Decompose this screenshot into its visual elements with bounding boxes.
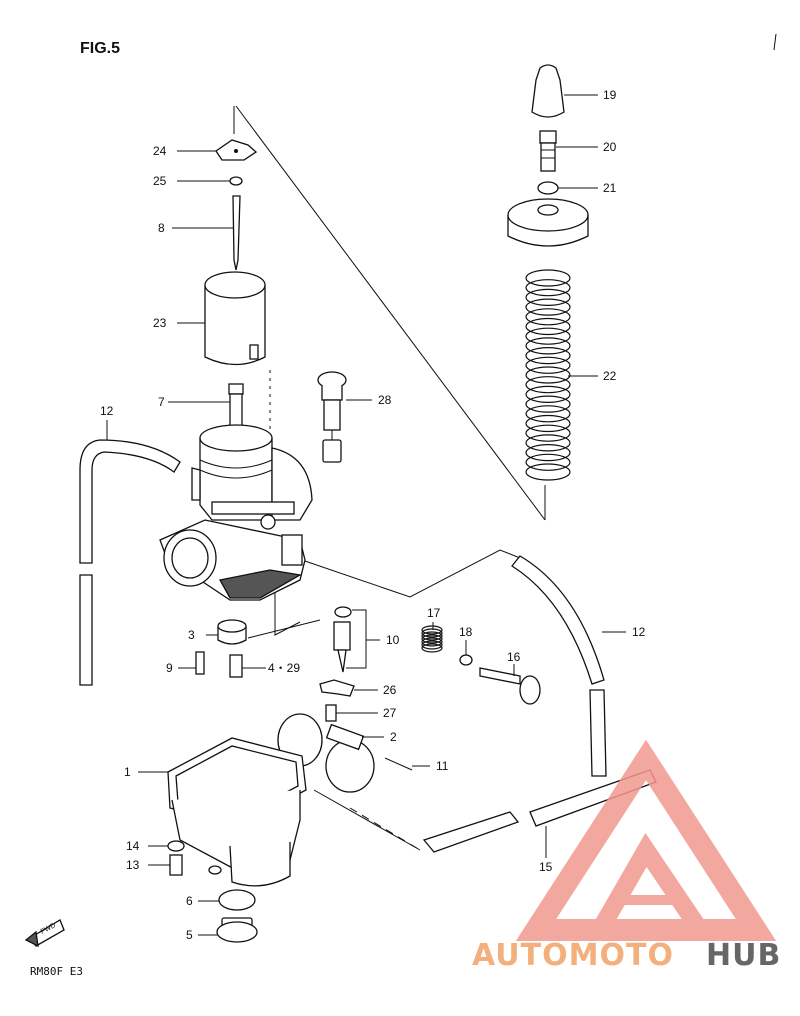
part-2-float <box>277 713 375 793</box>
spring-coil <box>421 625 443 635</box>
callout-7: 7 <box>158 395 165 409</box>
spring-coil <box>421 631 443 641</box>
callout-26: 26 <box>383 683 397 697</box>
callout-18: 18 <box>459 625 473 639</box>
callouts: 24 25 8 23 7 12 28 19 20 21 22 12 3 9 4・… <box>100 88 646 942</box>
spring-coil <box>421 637 443 647</box>
part-6-o-ring <box>218 889 256 911</box>
spring-coil <box>525 279 571 297</box>
spring-coil <box>525 327 571 345</box>
part-24-plate <box>215 139 258 161</box>
carburetor-body <box>159 424 313 601</box>
part-5-plug <box>216 917 258 943</box>
spring-coil <box>525 453 571 471</box>
part-17-spring <box>421 625 443 653</box>
part-11-pin <box>384 757 413 771</box>
callout-12-left: 12 <box>100 404 114 418</box>
part-3-cap <box>217 619 247 645</box>
callout-22: 22 <box>603 369 617 383</box>
callout-25: 25 <box>153 174 167 188</box>
watermark-text-2: HUB <box>706 938 781 973</box>
part-12-hose-right <box>511 555 607 777</box>
part-27-screw <box>325 704 337 722</box>
callout-11: 11 <box>436 759 449 773</box>
spring-coil <box>421 634 443 644</box>
callout-20: 20 <box>603 140 617 154</box>
callout-8: 8 <box>158 221 165 235</box>
part-9-screw <box>195 651 205 675</box>
callout-2: 2 <box>390 730 397 744</box>
carb-top-cap <box>507 198 589 247</box>
callout-6: 6 <box>186 894 193 908</box>
callout-28: 28 <box>378 393 392 407</box>
part-28-starter-plunger <box>317 371 347 463</box>
spring-coil <box>525 444 571 462</box>
callout-16: 16 <box>507 650 521 664</box>
callout-4-29: 4・29 <box>268 661 300 675</box>
figure-title: FIG.5 <box>80 40 120 57</box>
callout-3: 3 <box>188 628 195 642</box>
spring-coil <box>525 317 571 336</box>
callout-21: 21 <box>603 181 617 195</box>
callout-9: 9 <box>166 661 173 675</box>
callout-17: 17 <box>427 606 441 620</box>
spring-coil <box>525 376 571 394</box>
spring-coil <box>525 434 571 452</box>
spring-coil <box>525 288 571 306</box>
watermark-logo-icon <box>515 739 777 941</box>
part-25-clip <box>229 176 243 186</box>
callout-12-right: 12 <box>632 625 646 639</box>
callout-15: 15 <box>539 860 553 874</box>
spring-coil <box>421 640 443 650</box>
callout-19: 19 <box>603 88 617 102</box>
part-13-screw <box>169 854 183 876</box>
part-12-hose-left <box>79 439 181 686</box>
part-16-air-screw <box>479 667 541 705</box>
part-4-29-jet <box>229 654 243 678</box>
part-18-o-ring <box>459 654 473 666</box>
spring-coil <box>525 356 571 374</box>
callout-13: 13 <box>126 858 140 872</box>
spring-coil <box>525 298 571 316</box>
spring-coil <box>525 395 571 413</box>
spring-coil <box>525 337 571 355</box>
spring-coil <box>525 424 571 442</box>
spring-coil <box>525 463 571 481</box>
callout-27: 27 <box>383 706 397 720</box>
part-23-throttle-valve <box>204 271 266 366</box>
footer-code: RM80F E3 <box>30 965 83 978</box>
part-21-nut <box>537 181 559 195</box>
spring-coil <box>421 628 443 638</box>
watermark-text-1: AUTOMOTO <box>472 938 674 973</box>
callout-24: 24 <box>153 144 167 158</box>
callout-10: 10 <box>386 633 400 647</box>
part-10-float-valve <box>333 606 367 673</box>
part-14-washer <box>167 840 185 852</box>
spring-coil <box>525 269 571 287</box>
part-8-jet-needle <box>232 195 241 271</box>
callout-14: 14 <box>126 839 140 853</box>
spring-coil <box>421 643 443 653</box>
spring-coil <box>525 414 571 433</box>
callout-5: 5 <box>186 928 193 942</box>
part-19-boot <box>531 64 565 118</box>
spring-coil <box>525 405 571 423</box>
spring-coil <box>525 347 571 365</box>
callout-23: 23 <box>153 316 167 330</box>
spring-coil <box>525 366 571 384</box>
part-1-float-bowl <box>167 737 307 887</box>
callout-1: 1 <box>124 765 131 779</box>
part-20-adjuster <box>539 130 557 172</box>
part-26-clip <box>319 679 355 697</box>
part-22-spring <box>525 269 571 481</box>
spring-coil <box>525 385 571 403</box>
spring-coil <box>525 308 571 326</box>
fwd-arrow: FWD <box>24 919 65 948</box>
